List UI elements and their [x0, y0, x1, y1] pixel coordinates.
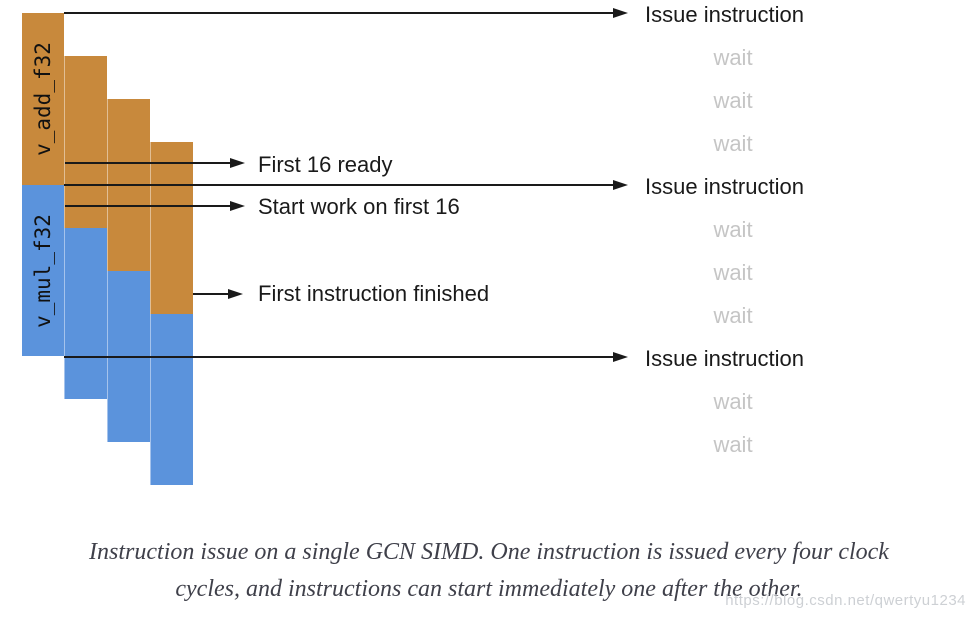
issue-arrow-1 [64, 8, 628, 18]
start-work-label: Start work on first 16 [258, 194, 460, 219]
start-work-arrow [65, 201, 245, 211]
first-16-ready-label: First 16 ready [258, 152, 393, 177]
bar-v-mul-f32-step-4 [150, 314, 193, 485]
bar-v-add-f32-step-1 [22, 13, 64, 185]
instruction-label-v-mul-f32: v_mul_f32 [22, 185, 64, 356]
v-add-f32-text: v_add_f32 [31, 42, 56, 156]
timeline-row-issue-2: Issue instruction [645, 174, 804, 199]
caption-line-2: cycles, and instructions can start immed… [175, 576, 803, 602]
timeline-row-wait: wait [713, 260, 753, 285]
timeline-row-issue-1: Issue instruction [645, 2, 804, 27]
watermark-url: https://blog.csdn.net/qwertyu1234 [725, 592, 966, 609]
bar-v-mul-f32-step-1 [22, 185, 64, 356]
first-16-ready-arrow [65, 158, 245, 168]
timeline-row-wait: wait [713, 432, 753, 457]
caption-line-1: Instruction issue on a single GCN SIMD. … [89, 539, 889, 565]
instruction-label-v-add-f32: v_add_f32 [22, 13, 64, 185]
timeline-row-issue-3: Issue instruction [645, 346, 804, 371]
issue-arrow-3 [64, 352, 628, 362]
bar-v-add-f32-step-2 [64, 56, 107, 228]
v-mul-f32-text: v_mul_f32 [31, 213, 56, 328]
timeline-row-wait: wait [713, 131, 753, 156]
bar-v-add-f32-step-4 [150, 142, 193, 314]
bar-v-mul-f32-step-2 [64, 228, 107, 399]
timeline-row-wait: wait [713, 88, 753, 113]
figure-caption: Instruction issue on a single GCN SIMD. … [0, 534, 978, 608]
timeline-row-wait: wait [713, 217, 753, 242]
first-finished-arrow [193, 289, 243, 299]
issue-arrow-2 [64, 180, 628, 190]
timeline-row-wait: wait [713, 303, 753, 328]
timeline-row-wait: wait [713, 389, 753, 414]
timeline-row-wait: wait [713, 45, 753, 70]
first-finished-label: First instruction finished [258, 281, 490, 306]
